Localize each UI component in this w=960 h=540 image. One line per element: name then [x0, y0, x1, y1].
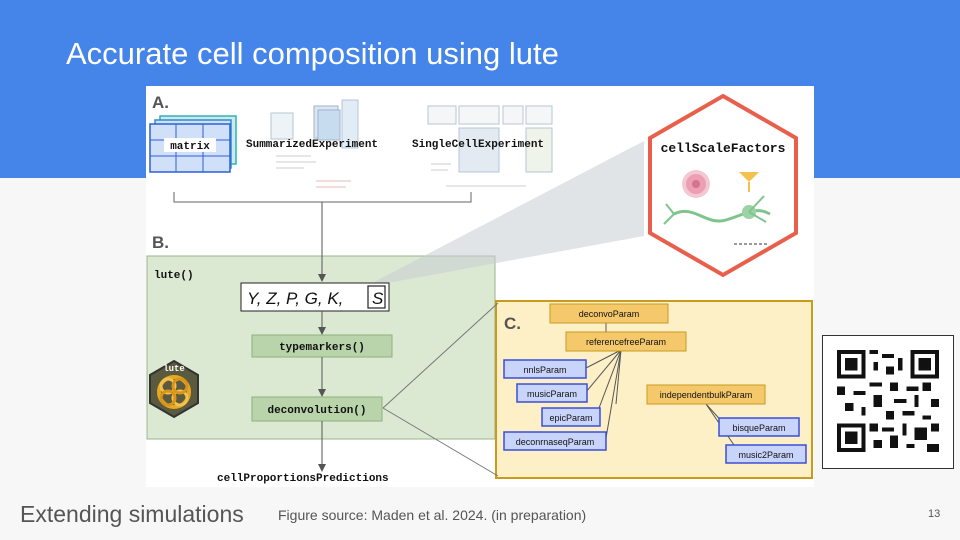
typemarkers-label: typemarkers() [279, 342, 365, 354]
object-matrix: matrix [170, 141, 210, 153]
svg-text:nnlsParam: nnlsParam [523, 365, 566, 375]
cell-illustrations [663, 170, 771, 245]
lute-figure: A. B. C. matrix SummarizedExperim [146, 86, 814, 487]
panel-a-label: A. [152, 93, 169, 112]
svg-text:music2Param: music2Param [738, 450, 793, 460]
deconvolution-step [251, 396, 383, 422]
param-bisque [718, 417, 800, 437]
deconvolution-label: deconvolution() [267, 405, 366, 417]
panel-b-label: B. [152, 233, 169, 252]
hexagon-projection [374, 141, 644, 284]
single-cell-experiment-graphic [427, 105, 553, 187]
footer-subtitle: Extending simulations [20, 501, 244, 527]
object-single-cell-experiment: SingleCellExperiment [412, 139, 544, 151]
lute-logo-text: lute [163, 364, 185, 374]
summarized-experiment-graphic [270, 99, 359, 188]
object-summarized-experiment: SummarizedExperiment [246, 139, 378, 151]
qr-code[interactable] [822, 335, 954, 469]
param-music2 [725, 444, 807, 464]
param-independentbulk [646, 384, 766, 405]
param-deconrnaseq [503, 431, 607, 451]
formula-box [240, 282, 390, 312]
output-label: cellProportionsPredictions [217, 473, 389, 485]
lute-logo [149, 359, 199, 419]
param-epic [541, 407, 601, 427]
page-number: 13 [928, 508, 941, 520]
svg-text:musicParam: musicParam [527, 389, 577, 399]
formula-variables: Y, Z, P, G, K, [247, 289, 343, 308]
panel-a-bracket [173, 192, 472, 203]
svg-text:deconrnaseqParam: deconrnaseqParam [516, 437, 595, 447]
lute-function-label: lute() [154, 270, 194, 282]
param-nnls [503, 359, 587, 379]
svg-text:independentbulkParam: independentbulkParam [660, 390, 753, 400]
panel-c-arrows [585, 322, 737, 449]
param-music [516, 383, 588, 403]
qr-code-pattern [837, 350, 939, 452]
svg-text:bisqueParam: bisqueParam [732, 423, 785, 433]
svg-text:epicParam: epicParam [549, 413, 592, 423]
panel-c-label: C. [504, 314, 521, 333]
cell-scale-factors-hexagon [648, 93, 798, 278]
cell-scale-factors-title: cellScaleFactors [661, 141, 786, 156]
svg-text:deconvoParam: deconvoParam [579, 309, 640, 319]
param-deconvo [549, 303, 669, 324]
svg-text:referencefreeParam: referencefreeParam [586, 337, 666, 347]
formula-boxed-s: S [372, 289, 384, 308]
matrix-graphic [149, 115, 237, 173]
param-referencefree [565, 331, 687, 352]
slide-title: Accurate cell composition using lute [66, 36, 559, 71]
figure-source-citation: Figure source: Maden et al. 2024. (in pr… [278, 507, 587, 523]
